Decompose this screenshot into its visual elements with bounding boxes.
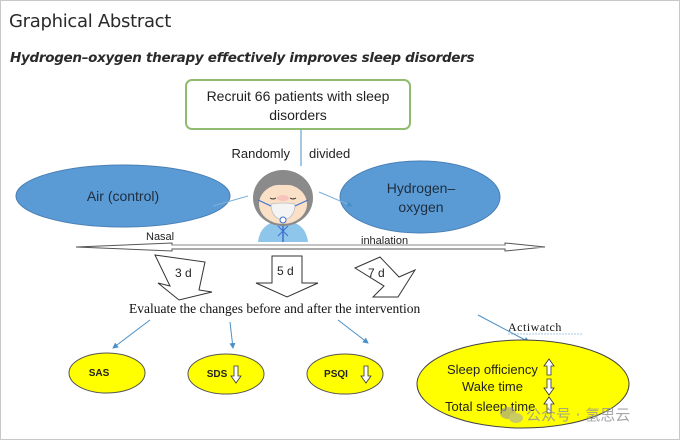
arrow-to-sds [229,321,236,349]
sds-down-arrow-icon [230,365,242,384]
page-title: Graphical Abstract [9,11,172,32]
total-sleep-time-label: Total sleep time [445,399,535,414]
psqi-label: PSQI [324,369,348,380]
sleep-efficiency-up-arrow-icon [543,358,555,376]
patient-with-mask-icon [253,170,313,242]
wake-time-label: Wake time [462,379,523,394]
control-group-label: Air (control) [87,188,159,204]
timepoint-arrow-7d [353,256,417,298]
connector-to-control [212,195,249,207]
timepoint-label-5d: 5 d [277,264,294,278]
timepoint-arrow-3d [154,254,213,301]
arrow-to-psqi [337,319,369,344]
treatment-group-ellipse: Hydrogen– oxygen [339,160,501,234]
recruit-text-line1: Recruit 66 patients with sleep [207,88,390,104]
psqi-down-arrow-icon [360,365,372,384]
sds-label: SDS [207,369,228,380]
sds-ellipse: SDS [187,353,265,395]
sleep-efficiency-label: Sleep officiency [447,362,538,377]
page-subtitle: Hydrogen–oxygen therapy effectively impr… [10,50,475,66]
recruit-box: Recruit 66 patients with sleep disorders [185,79,411,130]
treatment-label-line2: oxygen [398,199,443,215]
timepoint-label-3d: 3 d [175,266,192,280]
timepoint-arrow-5d [255,255,319,298]
arrow-to-actiwatch [477,314,530,343]
watermark-text: 公众号 · 氢思云 [526,406,631,424]
sas-label: SAS [89,368,110,379]
evaluation-text: Evaluate the changes before and after th… [129,301,420,316]
connector-to-treatment [318,191,353,207]
timepoint-label-7d: 7 d [368,266,385,280]
nasal-label: Nasal [146,231,174,243]
wechat-icon [500,407,523,423]
wake-time-down-arrow-icon [543,378,555,396]
inhalation-label: inhalation [361,235,408,247]
treatment-label-line1: Hydrogen– [387,180,456,196]
arrow-to-sas [112,319,151,349]
psqi-ellipse: PSQI [306,353,384,395]
randomly-label: Randomly [231,146,290,161]
nasal-inhalation-arrow [75,242,546,252]
sas-ellipse: SAS [68,352,146,394]
recruit-text-line2: disorders [269,107,327,123]
total-sleep-time-up-arrow-icon [543,396,555,414]
actiwatch-label: Actiwatch [508,320,562,334]
control-group-ellipse: Air (control) [15,164,231,228]
divided-label: divided [309,146,350,161]
